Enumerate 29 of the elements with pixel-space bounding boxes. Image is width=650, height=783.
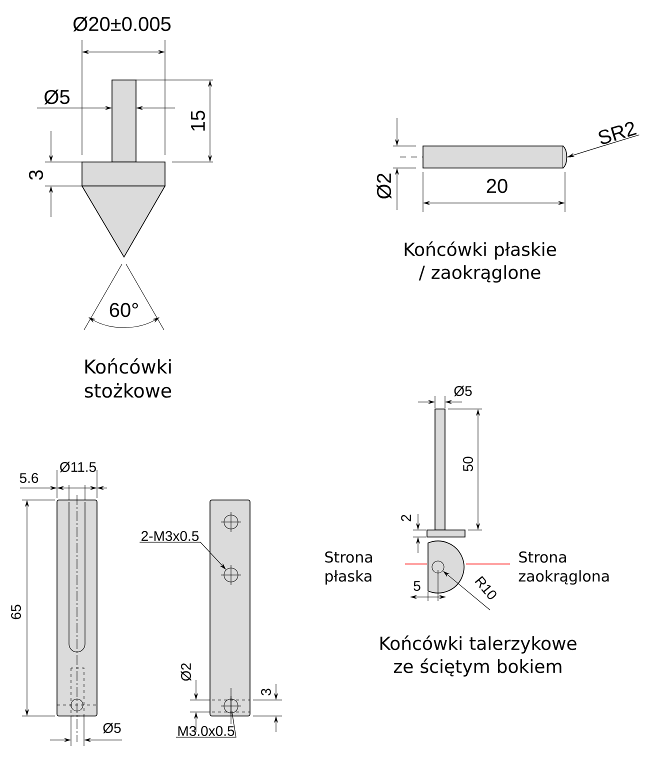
dimension-label: Ø11.5 (60, 462, 96, 472)
caption: Końcówki talerzykowe ze ściętym bokiem (380, 635, 576, 677)
dimension-label: 15 (191, 110, 205, 131)
dimension-label: Ø2 (376, 174, 392, 199)
side-label: Strona zaokrąglona (518, 551, 609, 585)
rod (422, 146, 568, 168)
side-label: Strona płaska (325, 551, 372, 585)
dimension-label: Ø5 (44, 90, 70, 104)
dimension-label: Ø20±0.005 (73, 16, 171, 32)
callout-text: 2-M3x0.5 (142, 531, 199, 541)
dimension-label: Ø5 (454, 386, 472, 396)
dimension-label: 60° (110, 302, 138, 318)
dimension-label: 50 (463, 456, 473, 472)
dimension-label: 2 (401, 514, 411, 522)
threaded-hole (220, 564, 242, 586)
callout-text: SR2 (598, 122, 637, 144)
caption: Końcówki stożkowe (84, 358, 172, 398)
callout-text: M3.0x0.5 (178, 726, 234, 736)
dimension-label: R10 (474, 576, 496, 600)
dimension-label: 65 (11, 604, 21, 620)
dimension-label: 5.6 (20, 473, 38, 483)
dimension-label: 5 (414, 581, 420, 591)
threaded-hole (220, 696, 242, 716)
dimension-label: Ø5 (103, 722, 121, 734)
dimension-label: 3 (28, 170, 44, 180)
dimension-label: 3 (261, 688, 271, 696)
caption: Końcówki płaskie / zaokrąglone (404, 241, 556, 283)
leader-line (176, 712, 236, 738)
dimension-label: Ø2 (180, 663, 192, 681)
